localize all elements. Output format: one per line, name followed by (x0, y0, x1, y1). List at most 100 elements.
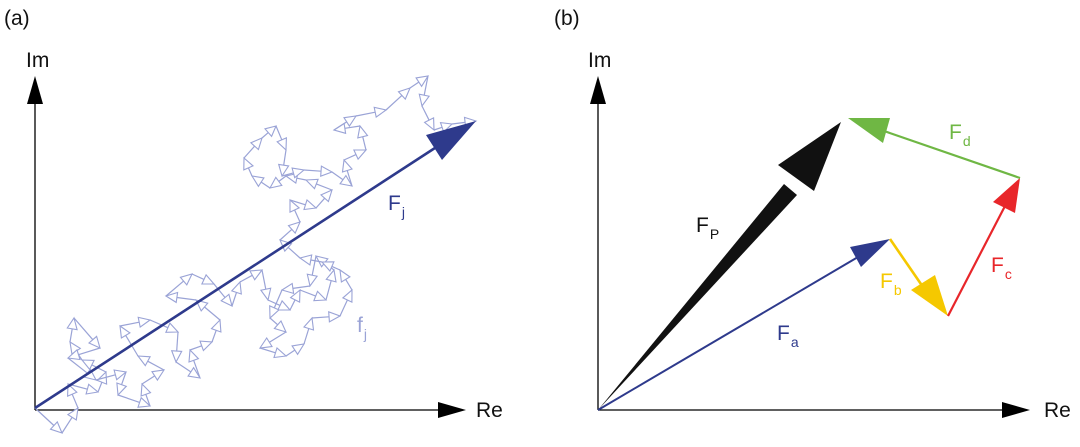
walk-step-shaft (362, 136, 367, 151)
walk-step-shaft (259, 347, 276, 354)
walk-step-shaft (316, 183, 333, 191)
walk-step-arrowhead (320, 261, 335, 273)
walk-step-arrowhead (277, 163, 290, 178)
walk-step-arrowhead (415, 75, 430, 88)
walk-step-arrowhead (269, 305, 280, 320)
walk-step-arrowhead (341, 288, 353, 303)
walk-step-arrowhead (328, 310, 342, 323)
walk-step-arrowhead (287, 221, 301, 235)
walk-step-shaft (73, 317, 94, 341)
panel-b-label: (b) (554, 7, 580, 30)
walk-step-shaft (294, 209, 301, 223)
walk-step-shaft (91, 364, 107, 373)
walk-step-arrowhead (210, 318, 222, 333)
walk-step-arrowhead (339, 268, 351, 283)
walk-step-arrowhead (289, 288, 301, 303)
walk-step-arrowhead (280, 282, 295, 295)
walk-step-shaft (303, 328, 310, 345)
walk-step-shaft (285, 349, 296, 357)
walk-step-shaft (325, 280, 332, 301)
walk-step-arrowhead (263, 125, 277, 138)
walk-step-shaft (193, 360, 201, 379)
walk-step-shaft (211, 330, 217, 343)
walk-step-arrowhead (199, 340, 214, 352)
panel-a: (a) Im Re Fj fj (4, 7, 503, 434)
random-walk-steps (34, 75, 478, 434)
walk-step-shaft (261, 132, 269, 139)
walk-step-arrowhead (179, 273, 194, 286)
walk-step-arrowhead (249, 269, 264, 281)
vector-fb-arrowhead (911, 275, 948, 316)
walk-step-arrowhead (304, 178, 319, 190)
walk-step-shaft (269, 317, 279, 326)
walk-step-shaft (275, 125, 283, 141)
walk-step-shaft (175, 361, 192, 373)
walk-step-arrowhead (249, 137, 263, 151)
walk-step-arrowhead (357, 124, 369, 139)
walk-step-shaft (231, 292, 238, 307)
walk-step-shaft (292, 285, 311, 289)
walk-step-arrowhead (170, 350, 183, 364)
walk-step-shaft (97, 381, 103, 393)
step-label: fj (357, 314, 367, 342)
walk-step-shaft (189, 345, 202, 351)
panel-a-label: (a) (4, 7, 30, 30)
walk-step-shaft (71, 393, 79, 409)
panel-a-re-label: Re (476, 399, 503, 422)
walk-step-shaft (343, 154, 357, 161)
walk-step-shaft (165, 280, 184, 297)
walk-step-arrowhead (319, 189, 333, 203)
walk-step-shaft (331, 171, 344, 181)
walk-step-shaft (119, 321, 140, 327)
walk-step-arrowhead (341, 158, 353, 173)
walk-step-shaft (385, 94, 403, 111)
walk-step-shaft (260, 181, 271, 189)
walk-step-arrowhead (136, 355, 151, 367)
walk-step-arrowhead (243, 156, 255, 171)
walk-step-arrowhead (259, 287, 272, 302)
walk-step-shaft (269, 331, 287, 343)
resultant-arrowhead-fj (426, 121, 476, 160)
walk-step-shaft (333, 121, 348, 131)
walk-step-arrowhead (151, 369, 166, 382)
vector-fd (883, 129, 1021, 180)
walk-step-arrowhead (250, 175, 265, 188)
walk-step-shaft (278, 175, 287, 182)
walk-step-arrowhead (66, 406, 79, 421)
walk-step-arrowhead (165, 322, 180, 333)
walk-step-arrowhead (49, 420, 63, 434)
walk-step-arrowhead (188, 348, 200, 363)
walk-step-shaft (299, 289, 316, 297)
panel-a-im-label: Im (26, 49, 49, 72)
panel-a-re-arrowhead (438, 402, 466, 418)
walk-step-arrowhead (113, 369, 128, 381)
walk-step-shaft (117, 394, 140, 403)
walk-step-shaft (310, 259, 323, 263)
panel-b-re-arrowhead (1002, 402, 1030, 418)
walk-step-shaft (296, 177, 307, 181)
walk-step-shaft (279, 228, 293, 241)
walk-step-arrowhead (397, 87, 411, 101)
vector-fa (597, 256, 859, 411)
walk-step-arrowhead (116, 382, 128, 397)
walk-step-arrowhead (313, 290, 328, 302)
walk-step-arrowhead (201, 273, 216, 285)
walk-step-arrowhead (276, 137, 287, 152)
walk-step-arrowhead (291, 343, 306, 356)
vector-fa-arrowhead (850, 239, 890, 267)
walk-step-shaft (311, 316, 330, 319)
walk-step-shaft (261, 269, 267, 290)
label-fd: Fd (949, 121, 971, 149)
walk-step-shaft (311, 255, 317, 276)
walk-step-arrowhead (325, 268, 337, 283)
vector-fd-arrowhead (848, 118, 890, 143)
label-fp: FP (696, 214, 719, 242)
walk-step-arrowhead (273, 347, 288, 359)
walk-step-arrowhead (268, 176, 283, 189)
walk-step-shaft (176, 296, 197, 301)
vector-fp-shaft (598, 184, 797, 410)
walk-step-shaft (145, 394, 151, 407)
walk-step-shaft (339, 299, 348, 317)
walk-step-shaft (345, 279, 353, 291)
walk-step-shaft (267, 299, 281, 306)
